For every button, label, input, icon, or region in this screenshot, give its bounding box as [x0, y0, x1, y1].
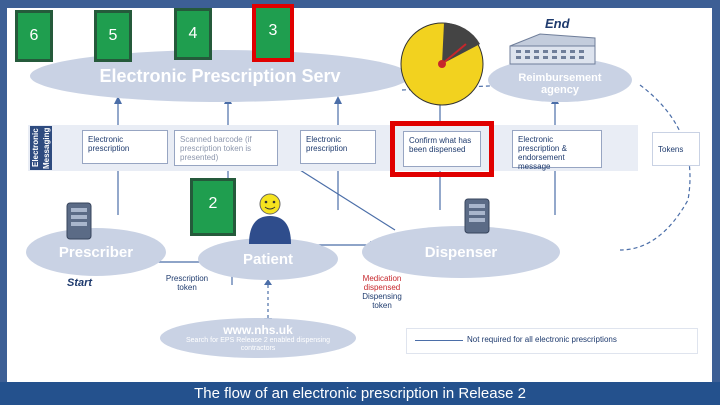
frame-top — [0, 0, 720, 8]
server-icon — [464, 198, 490, 234]
frame-right — [712, 0, 720, 405]
start-label: Start — [67, 277, 93, 289]
server-icon — [66, 202, 92, 240]
step-badge-2[interactable]: 2 — [190, 178, 236, 236]
message-electronic-prescription-1: Electronic prescription — [82, 130, 168, 164]
message-scanned-barcode: Scanned barcode (if prescription token i… — [174, 130, 278, 166]
timer-icon — [400, 22, 484, 106]
message-confirm-dispensed: Confirm what has been dispensed — [403, 131, 481, 167]
medication-dispensed-label: Medication dispensed — [362, 274, 402, 292]
nhs-title: www.nhs.uk — [223, 322, 293, 337]
message-tokens: Tokens — [652, 132, 700, 166]
message-electronic-prescription-2: Electronic prescription — [300, 130, 376, 164]
person-icon — [249, 193, 291, 244]
eps-title: Electronic Prescription Serv — [99, 65, 341, 86]
reimbursement-pill: Reimbursement agency — [488, 58, 632, 102]
messaging-label: Electronic Messaging — [30, 126, 52, 170]
message-endorsement: Electronic prescription & endorsement me… — [512, 130, 602, 171]
prescriber-pill: Prescriber — [26, 228, 166, 276]
end-label: End — [545, 16, 570, 31]
building-icon — [509, 33, 596, 65]
legend: Not required for all electronic prescrip… — [406, 328, 698, 354]
step-badge-6[interactable]: 6 — [15, 10, 53, 62]
prescriber-title: Prescriber — [58, 243, 134, 261]
frame-left — [0, 0, 7, 405]
step-badge-4[interactable]: 4 — [174, 8, 212, 60]
highlight-box — [390, 121, 494, 177]
dispenser-title: Dispenser — [424, 243, 498, 261]
prescription-token-label: Prescription token — [165, 274, 209, 292]
step-badge-3[interactable]: 3 — [252, 4, 294, 62]
patient-title: Patient — [242, 250, 293, 268]
nhs-subtitle: Search for EPS Release 2 enabled dispens… — [186, 336, 330, 352]
eps-pill: Electronic Prescription Serv — [30, 50, 410, 102]
legend-text: Not required for all electronic prescrip… — [467, 335, 617, 344]
legend-line — [415, 340, 463, 341]
dispenser-pill: Dispenser — [362, 226, 560, 278]
footer-caption: The flow of an electronic prescription i… — [0, 382, 720, 405]
step-badge-5[interactable]: 5 — [94, 10, 132, 62]
nhs-pill: www.nhs.uk Search for EPS Release 2 enab… — [160, 318, 356, 358]
patient-pill: Patient — [198, 238, 338, 280]
dispensing-token-label: Dispensing token — [362, 292, 402, 310]
reimbursement-title: Reimbursement agency — [518, 72, 602, 96]
